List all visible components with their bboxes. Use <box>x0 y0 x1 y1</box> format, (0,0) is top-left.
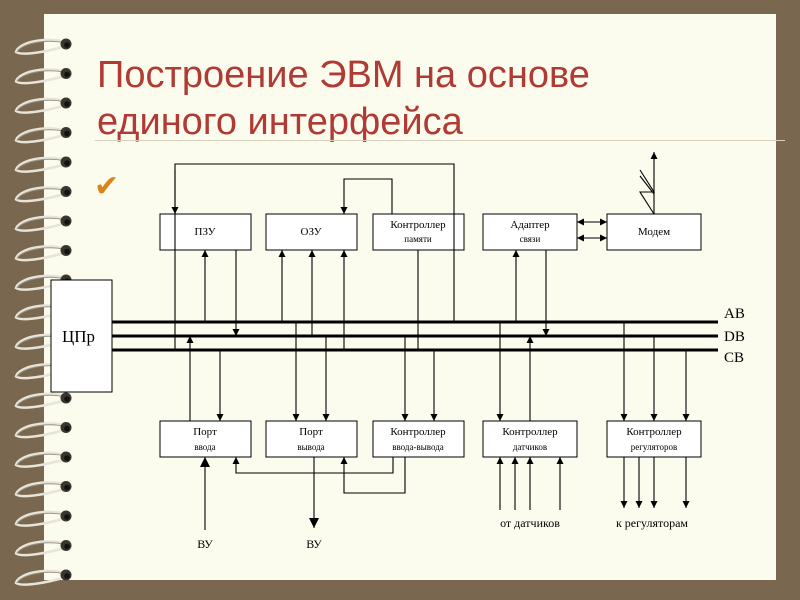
binding-ring <box>14 215 72 232</box>
regulator-controller-label-1: Контроллер <box>626 426 682 438</box>
memctrl-ram-loop <box>340 178 393 214</box>
io-controller-label-2: ввода-вывода <box>392 442 444 452</box>
sensor-controller-label-2: датчиков <box>513 442 547 452</box>
sensor-controller-label-1: Контроллер <box>502 426 558 438</box>
binding-ring <box>14 245 72 262</box>
input-port-label-2: ввода <box>194 442 215 452</box>
comm-adapter-label-1: Адаптер <box>510 219 550 231</box>
from-sensors-label: от датчиков <box>500 516 560 530</box>
binding-ring <box>14 97 72 114</box>
binding-ring <box>14 540 72 557</box>
ram-label: ОЗУ <box>301 226 322 238</box>
binding-ring <box>14 38 72 55</box>
output-port-label-1: Порт <box>299 426 323 438</box>
output-device-label: ВУ <box>306 537 322 551</box>
output-port-label-2: вывода <box>297 442 324 452</box>
memory-controller-label-2: памяти <box>404 234 432 244</box>
input-device-label: ВУ <box>197 537 213 551</box>
modem-zigzag <box>638 169 656 215</box>
comm-adapter-block <box>482 213 578 251</box>
bus-label-db: DB <box>724 329 745 345</box>
binding-ring <box>14 569 72 586</box>
memory-controller-label-1: Контроллер <box>390 219 446 231</box>
cpu-label: ЦПр <box>62 327 95 346</box>
binding-ring <box>14 510 72 527</box>
to-regulators-label: к регуляторам <box>616 516 688 530</box>
bus-label-ab: AB <box>724 306 745 322</box>
binding-ring <box>14 127 72 144</box>
io-output-loop <box>340 457 406 494</box>
binding-ring <box>14 422 72 439</box>
ram-block <box>265 213 358 251</box>
modem-label: Модем <box>638 226 670 238</box>
binding-ring <box>14 68 72 85</box>
io-controller-label-1: Контроллер <box>390 426 446 438</box>
binding-ring <box>14 186 72 203</box>
binding-ring <box>14 481 72 498</box>
slide-title: Построение ЭВМ на основе единого интерфе… <box>97 54 590 143</box>
bus-label-cb: CB <box>724 350 744 366</box>
binding-ring <box>14 156 72 173</box>
binding-ring <box>14 451 72 468</box>
input-port-block <box>159 420 252 458</box>
input-port-label-1: Порт <box>193 426 217 438</box>
output-port-block <box>265 420 358 458</box>
regulator-controller-block <box>606 420 702 458</box>
cpu-block <box>50 279 113 393</box>
regulator-controller-label-2: регуляторов <box>631 442 678 452</box>
rom-loop-connector <box>174 163 455 350</box>
rom-label: ПЗУ <box>195 226 216 238</box>
comm-adapter-label-2: связи <box>520 234 541 244</box>
checkmark-icon: ✔ <box>94 169 120 204</box>
binding-ring <box>14 392 72 409</box>
io-controller-block <box>372 420 465 458</box>
modem-line <box>639 152 658 214</box>
title-divider <box>95 140 785 141</box>
